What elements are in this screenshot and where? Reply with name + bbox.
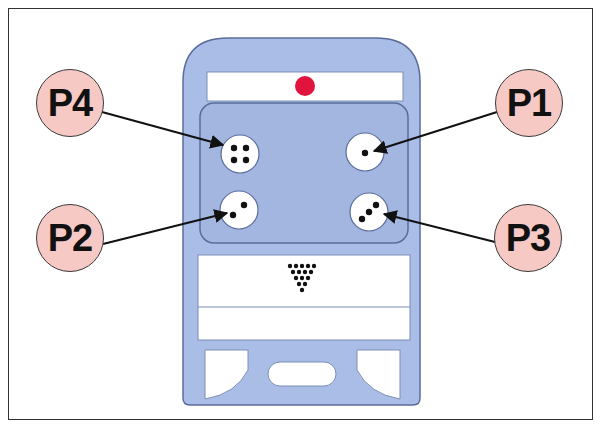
logo-dot — [300, 288, 304, 292]
callout-circle: P2 — [36, 204, 104, 272]
led-indicator — [295, 76, 315, 96]
logo-dot — [294, 264, 298, 268]
logo-dot — [306, 264, 310, 268]
bottom-slot — [268, 362, 336, 386]
button-dot — [231, 157, 237, 163]
logo-dot — [291, 270, 295, 274]
callout-label: P1 — [507, 84, 551, 122]
button-p2 — [220, 191, 258, 229]
button-dot — [359, 216, 365, 222]
button-dot — [243, 145, 249, 151]
callout-label: P4 — [48, 84, 92, 122]
led-band — [207, 72, 403, 101]
logo-dot — [294, 276, 298, 280]
dot-triangle-logo — [288, 264, 316, 292]
callout-label: P3 — [506, 219, 550, 257]
leader-arrow — [103, 213, 227, 244]
bottom-tab — [357, 350, 400, 399]
logo-dot — [303, 282, 307, 286]
button-dot — [243, 157, 249, 163]
leader-arrow — [384, 214, 495, 242]
leader-arrow — [102, 112, 223, 145]
callout-circle: P1 — [495, 69, 563, 137]
button-dot — [241, 202, 247, 208]
button-dot — [366, 209, 372, 215]
bottom-tab — [205, 350, 248, 399]
logo-dot — [288, 264, 292, 268]
button-dot — [362, 150, 368, 156]
logo-dot — [300, 264, 304, 268]
button-circle — [346, 133, 384, 171]
button-dot — [231, 145, 237, 151]
button-p3 — [350, 193, 388, 231]
button-circle — [350, 193, 388, 231]
button-dot — [373, 202, 379, 208]
callout-label: P2 — [48, 219, 92, 257]
button-p4 — [221, 135, 259, 173]
window-divider — [198, 307, 410, 308]
callout-circle: P4 — [36, 69, 104, 137]
remote-body — [183, 38, 420, 405]
button-circle — [221, 135, 259, 173]
logo-dot — [297, 282, 301, 286]
logo-dot — [303, 270, 307, 274]
frame-border — [9, 9, 593, 420]
logo-dot — [306, 276, 310, 280]
logo-dot — [312, 264, 316, 268]
leader-arrow — [374, 112, 497, 151]
logo-dot — [309, 270, 313, 274]
button-circle — [220, 191, 258, 229]
callout-circle: P3 — [494, 204, 562, 272]
lower-window — [198, 255, 410, 340]
logo-dot — [300, 276, 304, 280]
button-dot — [230, 212, 236, 218]
logo-dot — [297, 270, 301, 274]
button-panel — [200, 103, 408, 243]
button-p1 — [346, 133, 384, 171]
